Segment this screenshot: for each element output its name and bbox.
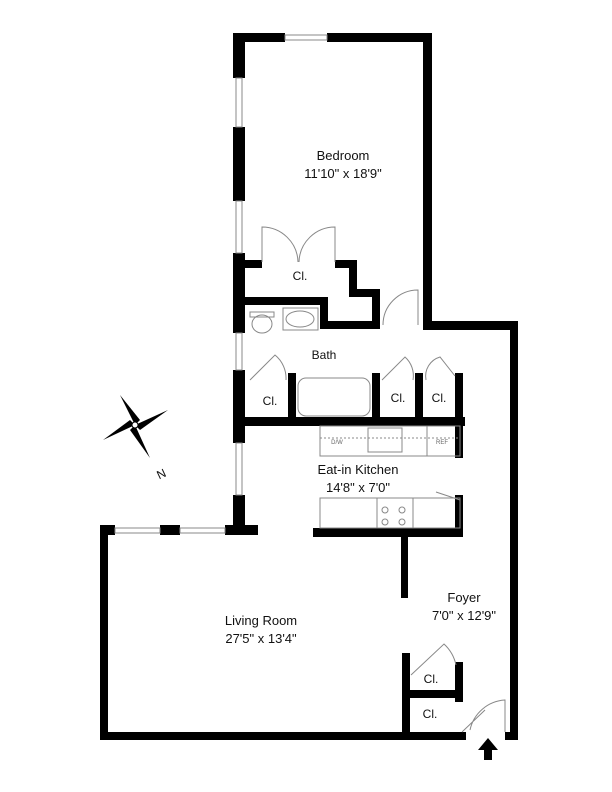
dishwasher-label: D/W [331, 440, 343, 446]
refrigerator-label: REF [436, 440, 448, 446]
foyer-closet-label-2: Cl. [422, 707, 438, 721]
bath-closet-label-1: Cl. [262, 394, 278, 408]
bath-name: Bath [311, 348, 337, 362]
foyer-closet-label-1: Cl. [423, 672, 439, 686]
compass-icon [103, 395, 168, 458]
kitchen-name: Eat-in Kitchen [317, 462, 399, 477]
kitchen-dims: 14'8" x 7'0" [325, 480, 391, 495]
foyer-dims: 7'0" x 12'9" [431, 608, 497, 623]
foyer-name: Foyer [447, 590, 481, 605]
bath-closet-label-3: Cl. [431, 391, 447, 405]
living-room-dims: 27'5" x 13'4" [225, 631, 297, 646]
fixtures [114, 34, 506, 733]
bedroom-closet-label: Cl. [292, 269, 308, 283]
bedroom-dims: 11'10" x 18'9" [304, 166, 382, 181]
bedroom-name: Bedroom [316, 148, 370, 163]
bath-closet-label-2: Cl. [390, 391, 406, 405]
walls [100, 33, 518, 760]
living-room-name: Living Room [224, 613, 298, 628]
